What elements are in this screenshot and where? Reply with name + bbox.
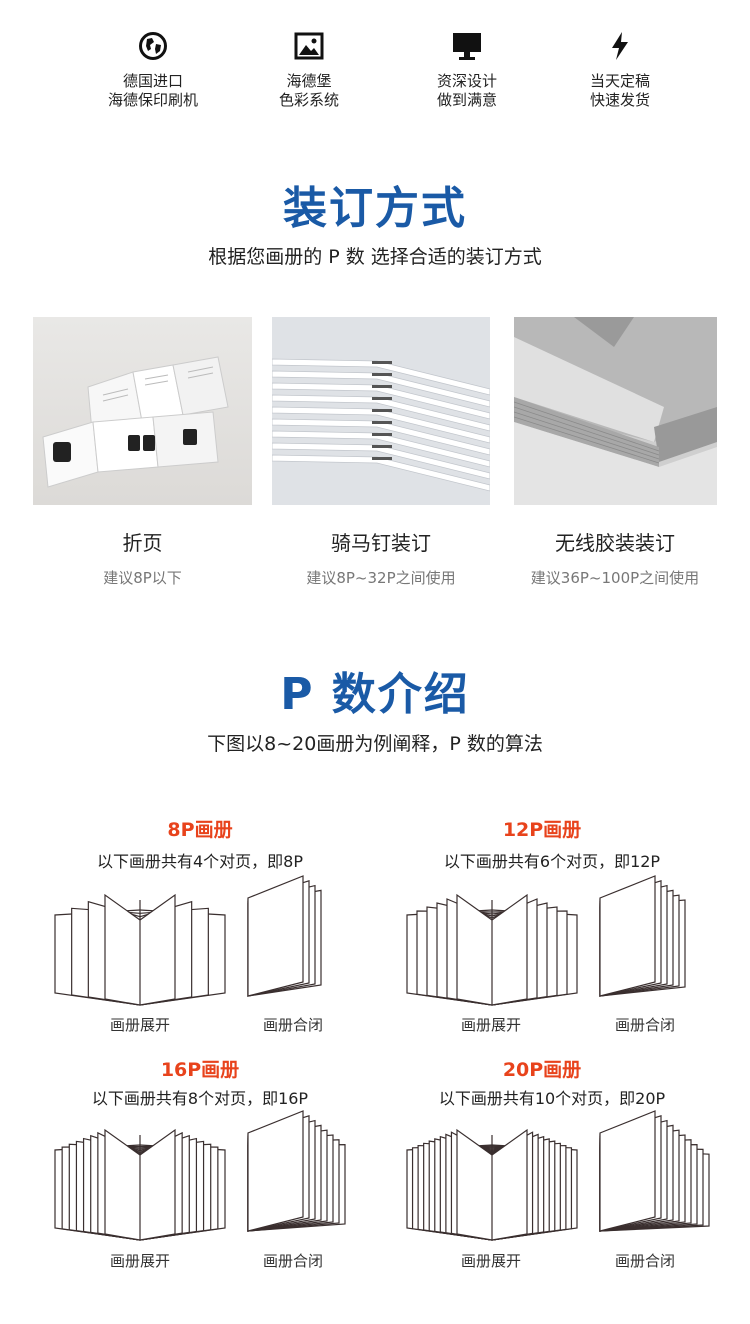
album-title: 16P画册	[160, 1059, 240, 1081]
closed-caption: 画册合闭	[614, 1252, 675, 1270]
globe-icon	[78, 28, 228, 64]
open-caption: 画册展开	[460, 1252, 521, 1270]
book-leaf-left	[456, 1128, 493, 1241]
book-leaf-left	[104, 1128, 141, 1241]
book-leaf-right	[139, 893, 176, 1006]
book-leaf	[599, 875, 656, 997]
monitor-icon	[392, 28, 542, 64]
closed-book	[247, 1110, 346, 1232]
binding-method-note: 建议8P以下	[103, 569, 182, 587]
photo-saddle-stitch	[272, 317, 490, 505]
book-leaf	[247, 875, 304, 997]
album-title: 8P画册	[167, 819, 233, 841]
open-caption: 画册展开	[460, 1016, 521, 1034]
open-book	[406, 893, 578, 1006]
book-leaf-left	[104, 893, 141, 1006]
book-leaf-left	[456, 893, 493, 1006]
feature-line2: 色彩系统	[278, 91, 339, 109]
closed-caption: 画册合闭	[262, 1016, 323, 1034]
album-desc: 以下画册共有10个对页，即20P	[438, 1089, 666, 1108]
book-leaf-right	[139, 1128, 176, 1241]
book-leaf	[599, 1110, 656, 1232]
album-desc: 以下画册共有8个对页，即16P	[91, 1089, 309, 1108]
binding-method-note: 建议36P~100P之间使用	[530, 569, 700, 587]
book-leaf-right	[491, 893, 528, 1006]
closed-caption: 画册合闭	[262, 1252, 323, 1270]
feature-design: 资深设计 做到满意	[392, 28, 542, 110]
binding-method-name: 无线胶装装订	[555, 531, 675, 555]
image-icon	[234, 28, 384, 64]
feature-line1: 资深设计	[436, 72, 497, 90]
feature-line1: 海德堡	[286, 72, 332, 90]
binding-subtitle: 根据您画册的 P 数 选择合适的装订方式	[208, 246, 542, 268]
open-book	[54, 893, 226, 1006]
album-desc: 以下画册共有6个对页，即12P	[443, 852, 661, 871]
feature-line2: 快速发货	[589, 91, 650, 109]
binding-title: 装订方式	[283, 183, 467, 234]
feature-line1: 当天定稿	[589, 72, 650, 90]
album-title: 20P画册	[502, 1059, 582, 1081]
open-book	[54, 1128, 226, 1241]
binding-method-name: 骑马钉装订	[331, 531, 431, 555]
book-leaf	[247, 1110, 304, 1232]
book-leaf-right	[491, 1128, 528, 1241]
pages-subtitle: 下图以8~20画册为例阐释，P 数的算法	[207, 733, 543, 755]
binding-method-name: 折页	[122, 531, 163, 555]
open-caption: 画册展开	[109, 1016, 170, 1034]
lightning-icon	[545, 28, 695, 64]
feature-line1: 德国进口	[122, 72, 183, 90]
binding-method-note: 建议8P~32P之间使用	[306, 569, 456, 587]
album-desc: 以下画册共有4个对页，即8P	[96, 852, 303, 871]
pages-title: P 数介绍	[280, 669, 470, 720]
closed-caption: 画册合闭	[614, 1016, 675, 1034]
photo-perfect-binding	[514, 317, 717, 505]
album-title: 12P画册	[502, 819, 582, 841]
feature-printing: 德国进口 海德保印刷机	[78, 28, 228, 110]
photo-folded-leaflet	[33, 317, 252, 505]
open-caption: 画册展开	[109, 1252, 170, 1270]
open-book	[406, 1128, 578, 1241]
closed-book	[599, 1110, 710, 1232]
closed-book	[599, 875, 686, 997]
feature-color: 海德堡 色彩系统	[234, 28, 384, 110]
feature-delivery: 当天定稿 快速发货	[545, 28, 695, 110]
closed-book	[247, 875, 322, 997]
feature-line2: 海德保印刷机	[107, 91, 198, 109]
feature-line2: 做到满意	[436, 91, 497, 109]
